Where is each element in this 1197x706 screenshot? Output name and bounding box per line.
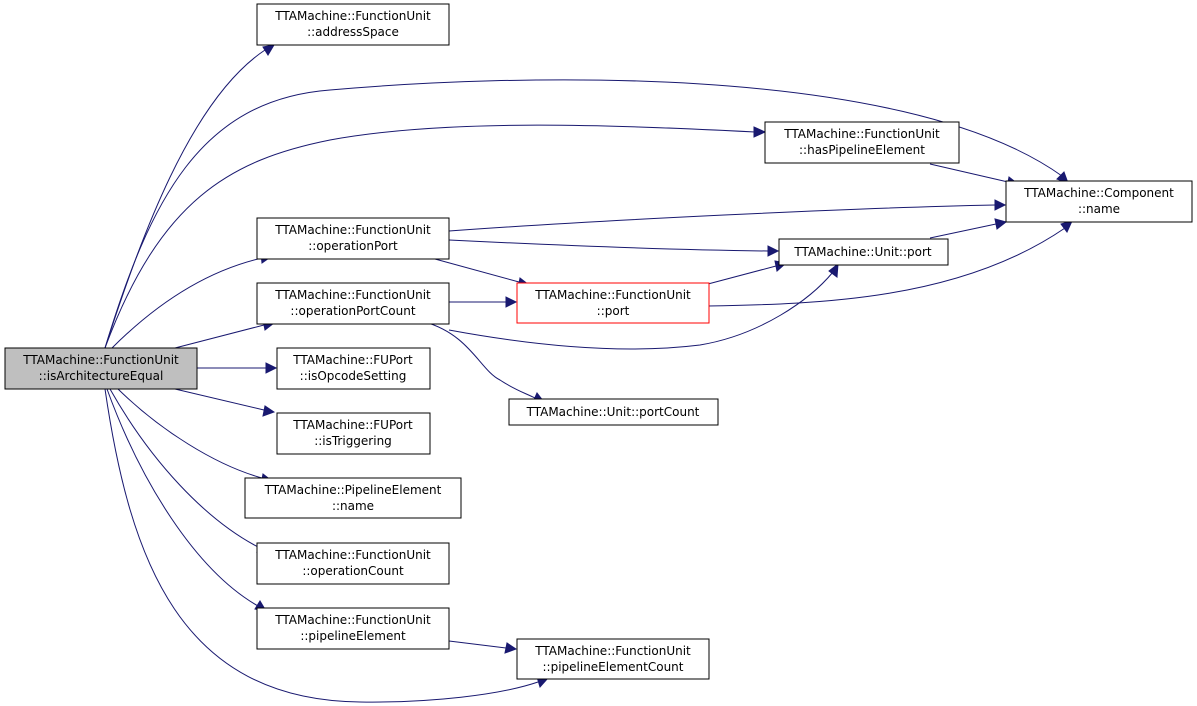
node-is-triggering[interactable]: TTAMachine::FUPort ::isTriggering [276, 412, 431, 455]
edge-root-to-has-pipeline-element [104, 124, 756, 349]
node-is-opcode-setting-line1: TTAMachine::FUPort [292, 353, 413, 367]
edge-fu-port-to-component-name [707, 227, 1066, 307]
node-is-triggering-line2: ::isTriggering [314, 434, 392, 448]
edge-root-to-pipeline-element-name [117, 388, 263, 479]
edge-operation-port-count-to-unit-port-count [424, 321, 536, 399]
node-address-space-line1: TTAMachine::FunctionUnit [274, 9, 431, 23]
arrow-head-is-triggering [262, 405, 276, 417]
node-unit-port-line1: TTAMachine::Unit::port [793, 245, 931, 259]
edge-root-to-is-triggering [174, 388, 265, 411]
arrow-head-address-space [262, 44, 275, 56]
node-has-pipeline-element-line2: ::hasPipelineElement [799, 143, 925, 157]
node-has-pipeline-element[interactable]: TTAMachine::FunctionUnit ::hasPipelineEl… [764, 121, 960, 164]
arrow-head-pipeline-element-pipeline-element-count [504, 642, 518, 654]
edge-root-to-operation-count [109, 388, 261, 549]
edge-root-to-pipeline-element-count [104, 388, 539, 703]
node-pipeline-element-count[interactable]: TTAMachine::FunctionUnit ::pipelineEleme… [516, 638, 710, 680]
edge-root-to-operation-port [111, 257, 263, 349]
edge-root-to-component-name-top [104, 79, 1063, 349]
node-root[interactable]: TTAMachine::FunctionUnit ::isArchitectur… [4, 347, 198, 390]
node-address-space-line2: ::addressSpace [307, 25, 399, 39]
edge-fu-port-to-unit-port [707, 265, 777, 285]
node-pipeline-element-count-line2: ::pipelineElementCount [542, 660, 683, 674]
node-operation-port-count-line1: TTAMachine::FunctionUnit [274, 288, 431, 302]
node-address-space[interactable]: TTAMachine::FunctionUnit ::addressSpace [256, 3, 450, 46]
arrow-head-is-opcode-setting [265, 362, 278, 374]
node-component-name[interactable]: TTAMachine::Component ::name [1005, 180, 1193, 223]
node-root-line1: TTAMachine::FunctionUnit [22, 353, 179, 367]
node-operation-count[interactable]: TTAMachine::FunctionUnit ::operationCoun… [256, 542, 450, 585]
node-component-name-line1: TTAMachine::Component [1023, 186, 1174, 200]
arrow-head-unit-port-component [994, 218, 1008, 230]
node-pipeline-element-name-line2: ::name [332, 499, 374, 513]
edge-operation-port-count-to-unit-port [448, 271, 834, 350]
node-unit-port-count[interactable]: TTAMachine::Unit::portCount [508, 398, 719, 426]
node-unit-port[interactable]: TTAMachine::Unit::port [778, 238, 949, 266]
node-pipeline-element-name[interactable]: TTAMachine::PipelineElement ::name [244, 477, 462, 519]
edge-has-pipeline-element-to-component-name [929, 163, 1009, 183]
arrow-head-operation-port-component [994, 199, 1007, 211]
node-fu-port-line2: ::port [597, 304, 630, 318]
arrow-head-operation-port-unit-port [767, 245, 780, 257]
node-pipeline-element-count-line1: TTAMachine::FunctionUnit [534, 644, 691, 658]
node-fu-port[interactable]: TTAMachine::FunctionUnit ::port [516, 282, 710, 324]
arrow-head-fu-port-component [1060, 220, 1073, 233]
edge-operation-port-to-fu-port [434, 258, 520, 283]
edge-pipeline-element-to-pipeline-element-count [448, 640, 507, 649]
node-is-opcode-setting[interactable]: TTAMachine::FUPort ::isOpcodeSetting [276, 347, 431, 390]
arrow-head-has-pipeline-element [753, 126, 767, 138]
node-operation-port-count-line2: ::operationPortCount [290, 304, 415, 318]
node-pipeline-element-line2: ::pipelineElement [300, 629, 406, 643]
node-operation-port[interactable]: TTAMachine::FunctionUnit ::operationPort [256, 217, 450, 260]
node-pipeline-element-name-line1: TTAMachine::PipelineElement [264, 483, 442, 497]
edges [104, 44, 1073, 703]
node-operation-port-line2: ::operationPort [308, 239, 398, 253]
node-root-line2: ::isArchitectureEqual [39, 369, 164, 383]
node-is-triggering-line1: TTAMachine::FUPort [292, 418, 413, 432]
node-pipeline-element[interactable]: TTAMachine::FunctionUnit ::pipelineEleme… [256, 607, 450, 650]
node-component-name-line2: ::name [1078, 202, 1120, 216]
node-is-opcode-setting-line2: ::isOpcodeSetting [300, 369, 407, 383]
node-operation-count-line1: TTAMachine::FunctionUnit [274, 548, 431, 562]
node-operation-count-line2: ::operationCount [302, 564, 404, 578]
edge-root-to-operation-port-count [174, 324, 265, 349]
node-unit-port-count-line1: TTAMachine::Unit::portCount [526, 405, 700, 419]
edge-unit-port-to-component-name [929, 223, 997, 239]
arrow-head-operation-port-count-fu-port [505, 296, 518, 308]
node-has-pipeline-element-line1: TTAMachine::FunctionUnit [783, 127, 940, 141]
edge-root-to-address-space [104, 49, 266, 349]
node-fu-port-line1: TTAMachine::FunctionUnit [534, 288, 691, 302]
nodes: TTAMachine::FunctionUnit ::isArchitectur… [4, 3, 1193, 680]
arrow-head-operation-port-count-unit-port [828, 262, 839, 278]
edge-operation-port-to-unit-port [448, 239, 769, 252]
node-pipeline-element-line1: TTAMachine::FunctionUnit [274, 613, 431, 627]
node-operation-port-line1: TTAMachine::FunctionUnit [274, 223, 431, 237]
node-operation-port-count[interactable]: TTAMachine::FunctionUnit ::operationPort… [256, 282, 450, 325]
edge-root-to-pipeline-element [106, 388, 259, 607]
edge-operation-port-to-component-name [448, 204, 996, 232]
